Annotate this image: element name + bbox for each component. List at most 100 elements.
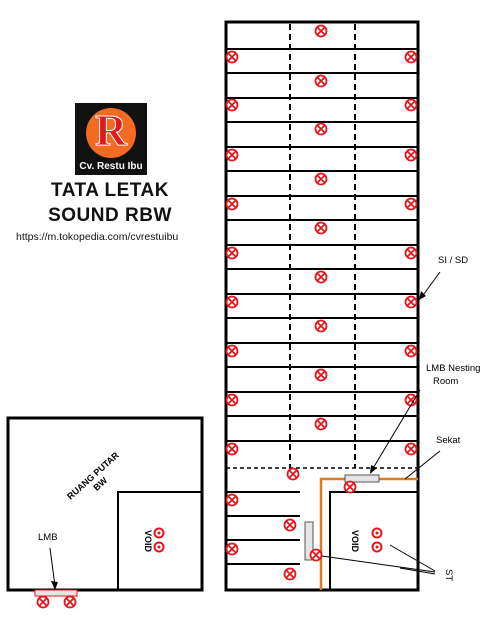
speaker-cross-b: [316, 370, 326, 380]
void-room-right: [329, 491, 419, 591]
lmb-nesting-label-2: Room: [433, 376, 458, 387]
speaker-cross-b: [316, 321, 326, 331]
lmb-arrowhead: [51, 581, 58, 590]
speaker-markers: [36, 24, 418, 609]
speaker-x-icon: [404, 197, 418, 211]
speaker-cross-b: [406, 346, 416, 356]
speaker-cross-b: [345, 482, 355, 492]
void-ring-icon: [153, 527, 165, 539]
speaker-x-icon: [225, 148, 239, 162]
speaker-cross-b: [406, 248, 416, 258]
speaker-x-icon: [404, 393, 418, 407]
speaker-x-icon: [314, 417, 328, 431]
speaker-x-icon: [225, 50, 239, 64]
sekat-label: Sekat: [436, 435, 461, 446]
speaker-cross-b: [316, 223, 326, 233]
speaker-cross-b: [316, 174, 326, 184]
logo-circle-icon: [86, 108, 136, 158]
lmb-nesting-label-1: LMB Nesting: [426, 363, 480, 374]
speaker-cross-b: [406, 52, 416, 62]
speaker-x-icon: [225, 393, 239, 407]
speaker-x-icon: [404, 344, 418, 358]
speaker-cross-b: [65, 597, 75, 607]
st-pointer-3: [399, 567, 436, 575]
speaker-x-icon: [314, 319, 328, 333]
lower-shelves: [226, 491, 300, 565]
void-ring-dot: [157, 531, 161, 535]
speaker-cross-b: [227, 297, 237, 307]
speaker-x-icon: [314, 368, 328, 382]
speaker-x-icon: [225, 442, 239, 456]
void-right-label: VOID: [350, 530, 360, 553]
ruang-putar-label: RUANG PUTAR BW: [65, 450, 121, 502]
speaker-cross-b: [316, 124, 326, 134]
diagram-title-line1: TATA LETAK: [51, 180, 169, 201]
speaker-cross-b: [227, 150, 237, 160]
speaker-x-icon: [225, 295, 239, 309]
speaker-x-icon: [225, 493, 239, 507]
speaker-x-icon: [404, 295, 418, 309]
lmb-box-vertical: [304, 521, 314, 561]
speaker-x-icon: [314, 74, 328, 88]
void-ring-icon: [371, 541, 383, 553]
speaker-x-icon: [283, 567, 297, 581]
speaker-cross-b: [311, 550, 321, 560]
speaker-cross-b: [316, 272, 326, 282]
speaker-cross-b: [227, 495, 237, 505]
speaker-x-icon: [225, 197, 239, 211]
speaker-x-icon: [404, 246, 418, 260]
speaker-x-icon: [286, 467, 300, 481]
st-label: ST: [443, 569, 454, 581]
speaker-x-icon: [314, 270, 328, 284]
lmb-nesting-arrowhead: [370, 465, 377, 474]
void-ring-dot: [375, 545, 379, 549]
speaker-cross-b: [316, 26, 326, 36]
speaker-cross-b: [285, 520, 295, 530]
diagram-title-line2: SOUND RBW: [48, 205, 172, 226]
speaker-x-icon: [309, 548, 323, 562]
speaker-cross-b: [227, 248, 237, 258]
speaker-x-icon: [225, 344, 239, 358]
speaker-x-icon: [225, 542, 239, 556]
void-markers: [153, 527, 383, 553]
si-sd-pointer: [420, 271, 441, 299]
speaker-x-icon: [225, 246, 239, 260]
speaker-x-icon: [404, 98, 418, 112]
logo-company-name: Cv. Restu Ibu: [79, 161, 143, 172]
speaker-cross-b: [406, 444, 416, 454]
store-url: https://m.tokopedia.com/cvrestuibu: [16, 231, 179, 243]
speaker-x-icon: [63, 595, 77, 609]
speaker-cross-b: [406, 297, 416, 307]
speaker-x-icon: [404, 442, 418, 456]
speaker-x-icon: [314, 221, 328, 235]
speaker-x-icon: [404, 50, 418, 64]
company-logo: R Cv. Restu Ibu: [75, 103, 147, 175]
si-sd-label: SI / SD: [438, 255, 468, 266]
speaker-cross-b: [406, 199, 416, 209]
speaker-cross-b: [406, 100, 416, 110]
speaker-cross-b: [227, 199, 237, 209]
void-ring-dot: [375, 531, 379, 535]
speaker-cross-b: [406, 150, 416, 160]
speaker-x-icon: [283, 518, 297, 532]
speaker-x-icon: [314, 122, 328, 136]
ruang-putar-building: [6, 416, 204, 592]
speaker-cross-b: [316, 76, 326, 86]
speaker-cross-b: [288, 469, 298, 479]
sekat-partition: [319, 477, 418, 590]
svg-text:RUANG PUTAR: RUANG PUTAR: [65, 450, 121, 502]
speaker-x-icon: [314, 172, 328, 186]
speaker-cross-b: [316, 419, 326, 429]
speaker-x-icon: [343, 480, 357, 494]
speaker-cross-b: [227, 395, 237, 405]
speaker-x-icon: [225, 98, 239, 112]
speaker-cross-b: [227, 544, 237, 554]
speaker-x-icon: [314, 24, 328, 38]
st-pointer-1: [389, 544, 436, 572]
lmb-nesting-box: [344, 474, 380, 483]
speaker-cross-b: [406, 395, 416, 405]
logo-letter: R: [95, 106, 128, 156]
lmb-nesting-pointer: [371, 389, 421, 471]
speaker-x-icon: [36, 595, 50, 609]
